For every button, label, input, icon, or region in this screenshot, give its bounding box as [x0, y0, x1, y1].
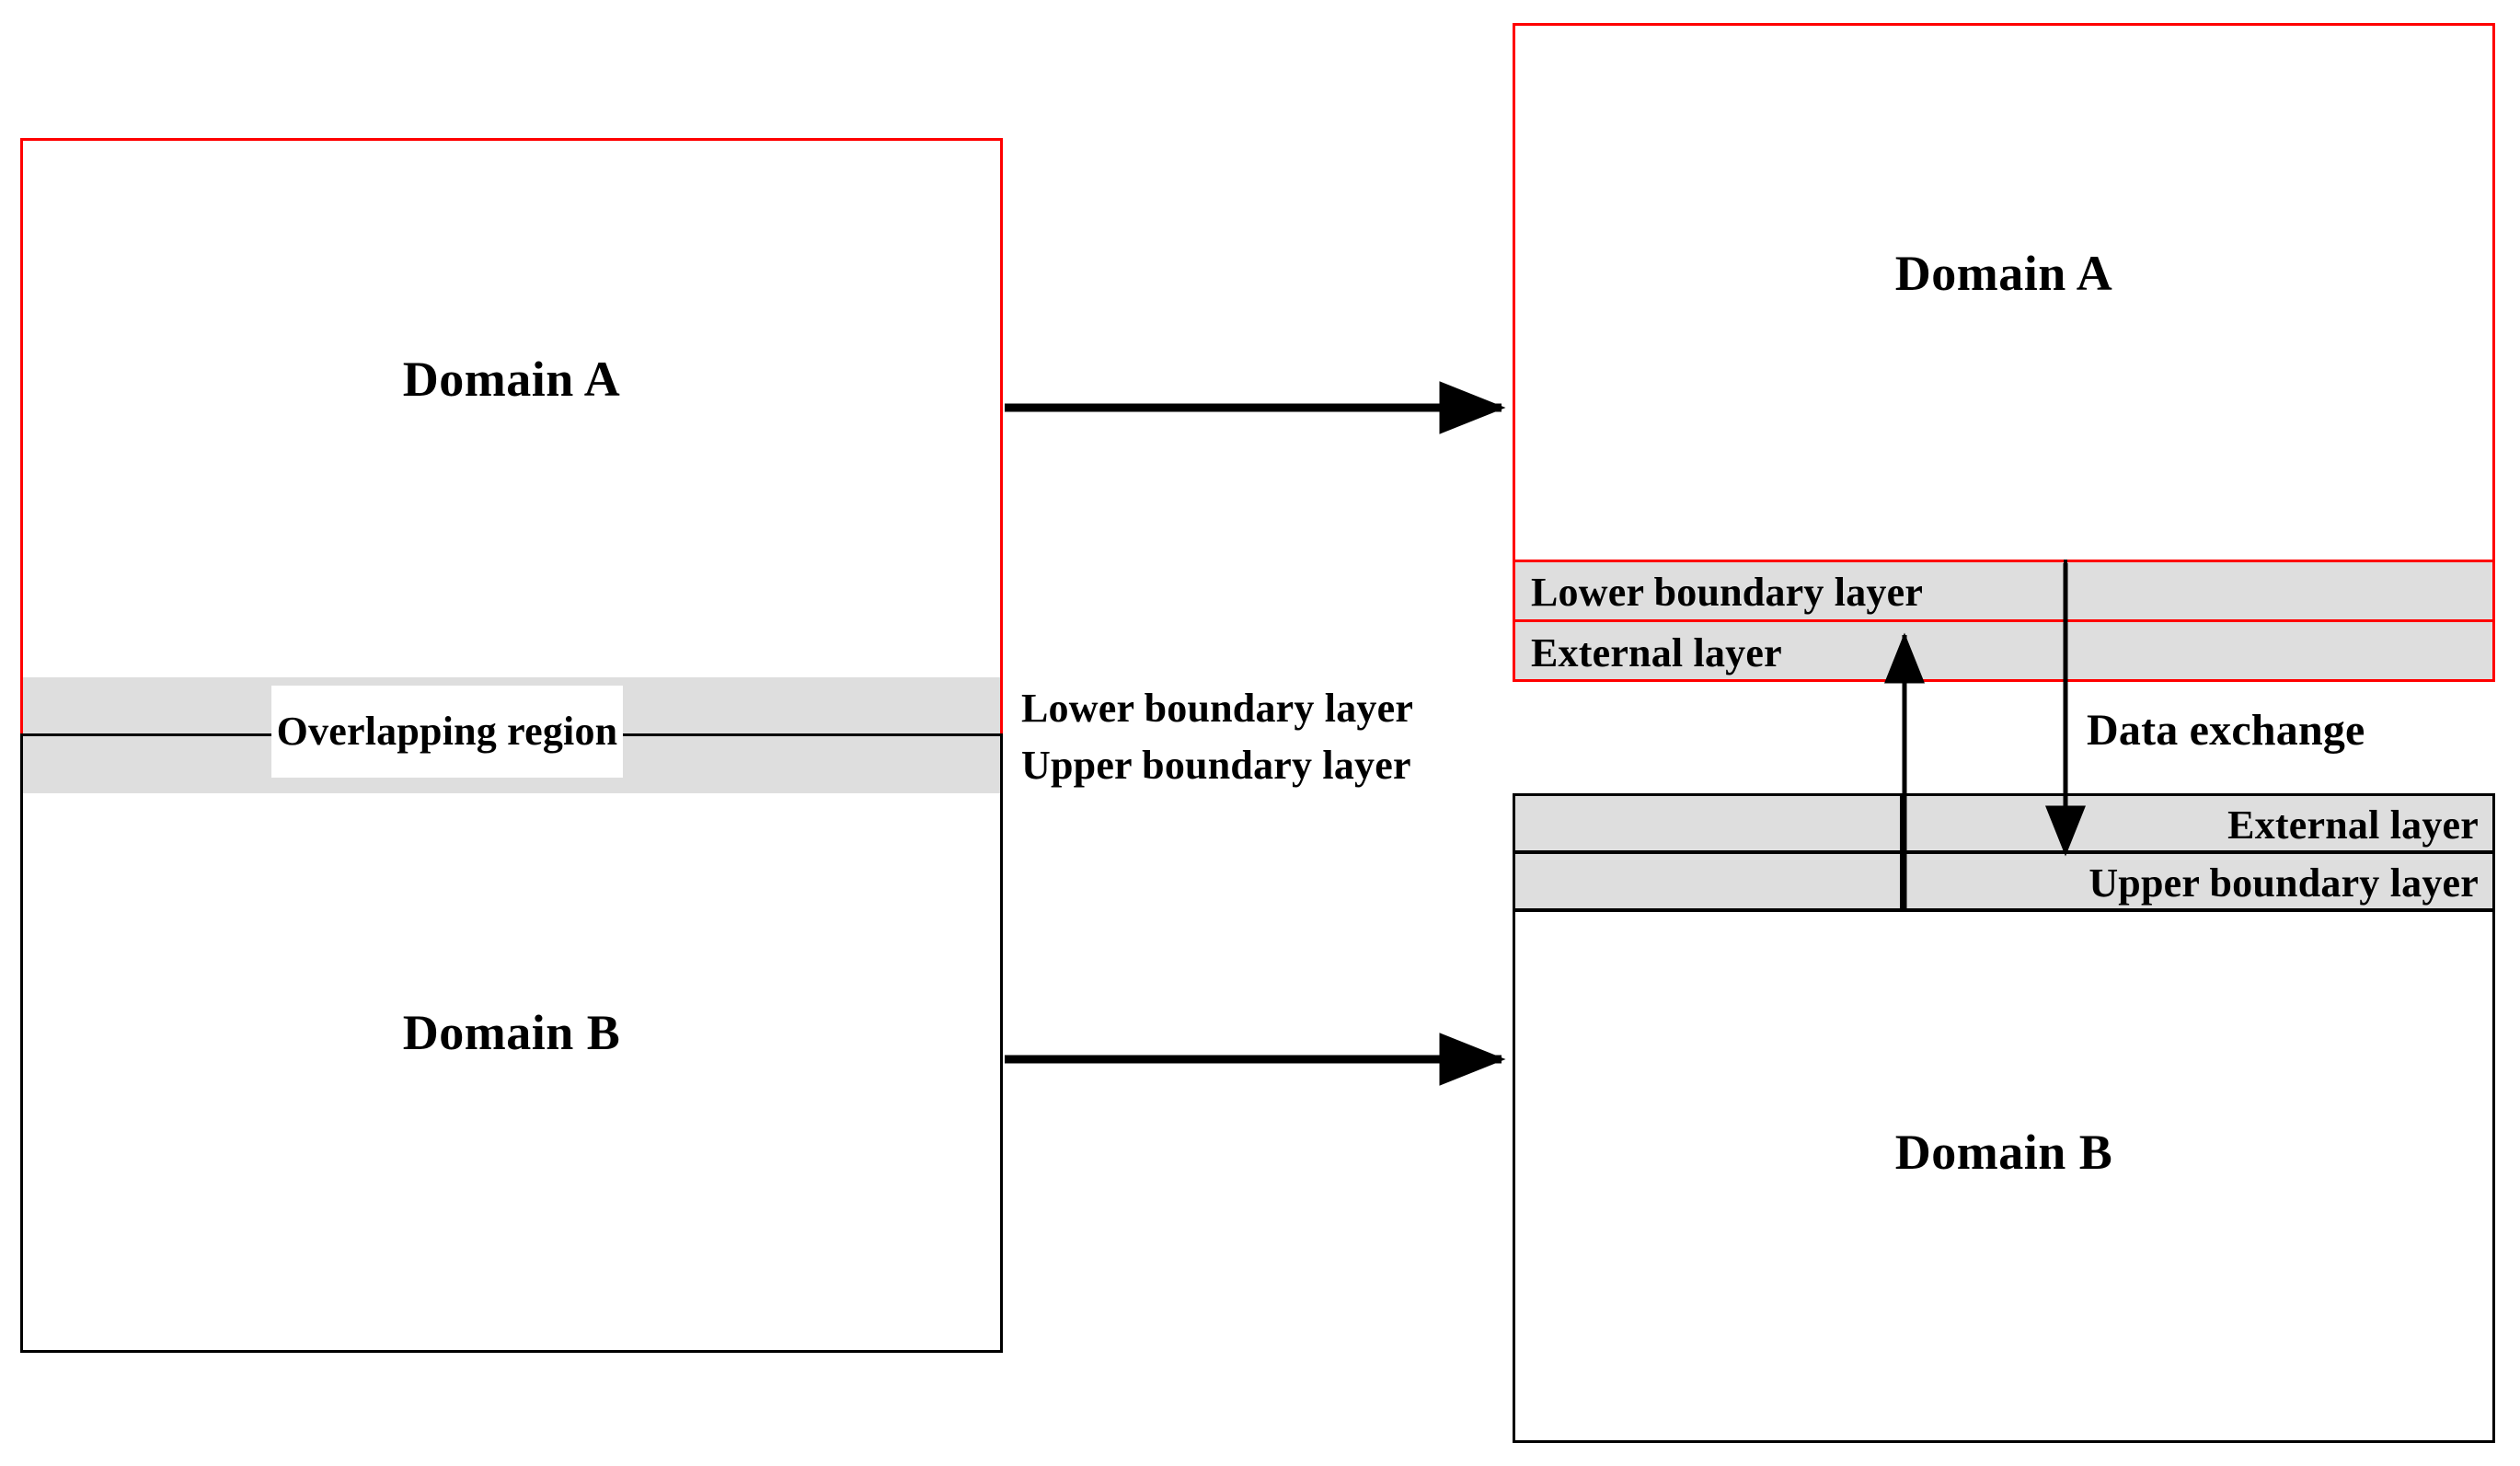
right-domain-b-band-divider	[1900, 793, 1904, 911]
right-domain-b-box	[1513, 909, 2495, 1443]
left-domain-b-box	[20, 733, 1003, 1353]
right-domain-a-lower-boundary-band	[1513, 560, 2495, 622]
right-domain-b-label: Domain B	[1894, 1125, 2113, 1180]
left-domain-b-label: Domain B	[402, 1005, 621, 1060]
right-domain-a-label: Domain A	[1894, 246, 2113, 301]
right-domain-b-upper-boundary-label: Upper boundary layer	[2088, 860, 2479, 906]
right-domain-a-external-label: External layer	[1531, 630, 1782, 675]
right-domain-b-upper-boundary-band	[1513, 851, 2495, 911]
right-domain-a-lower-boundary-label: Lower boundary layer	[1531, 570, 1924, 615]
right-domain-a-box	[1513, 23, 2495, 562]
middle-upper-boundary-layer-label: Upper boundary layer	[1021, 743, 1411, 788]
left-domain-a-label: Domain A	[402, 352, 621, 407]
right-domain-b-external-band	[1513, 793, 2495, 853]
overlap-region-plate: Overlapping region	[271, 686, 623, 778]
data-exchange-label: Data exchange	[2087, 706, 2365, 755]
middle-lower-boundary-layer-label: Lower boundary layer	[1021, 686, 1414, 731]
left-domain-a-box	[20, 138, 1003, 736]
right-domain-b-external-label: External layer	[2227, 802, 2479, 848]
left-overlap-region-label: Overlapping region	[276, 709, 618, 754]
right-domain-a-external-band	[1513, 619, 2495, 682]
right-domain-a-band-divider	[2064, 560, 2067, 682]
